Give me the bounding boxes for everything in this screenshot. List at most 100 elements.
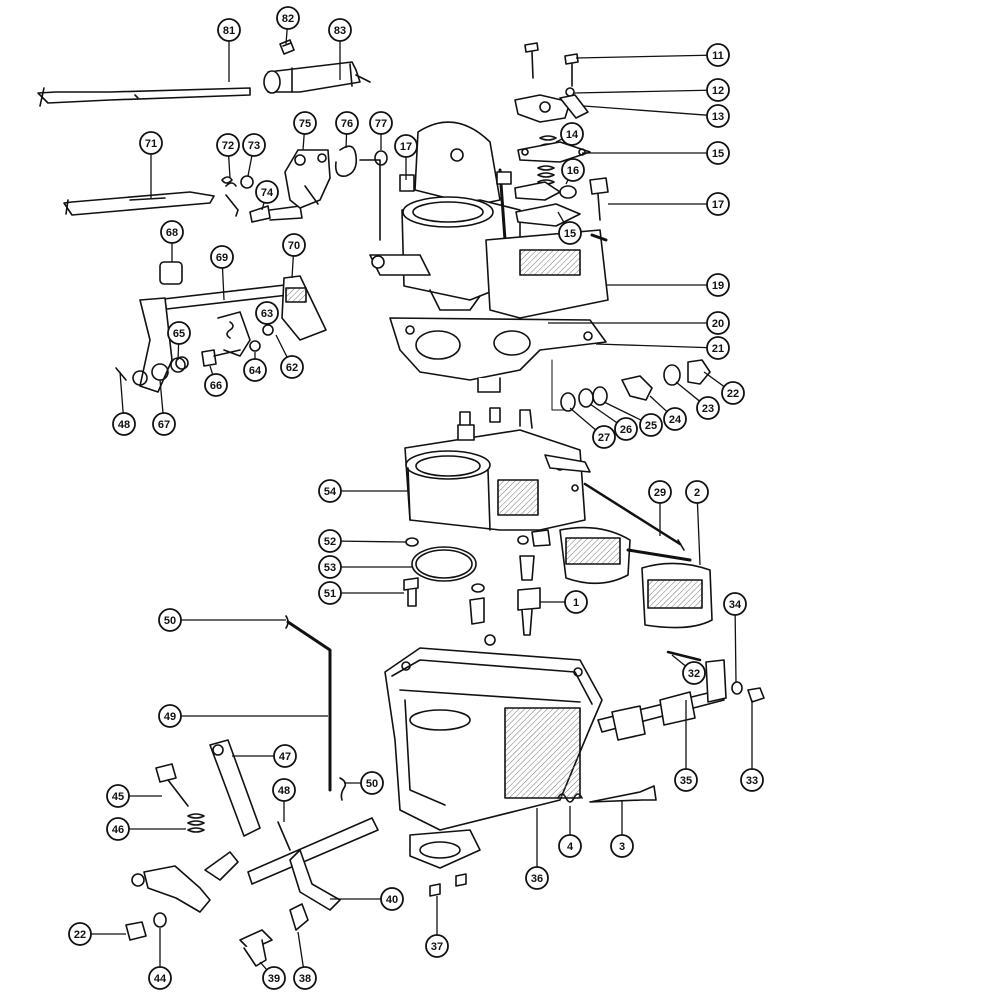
callout-33: 33 bbox=[741, 769, 763, 791]
callout-number: 48 bbox=[278, 785, 290, 797]
callout-number: 49 bbox=[164, 711, 176, 723]
callout-47: 47 bbox=[274, 745, 296, 767]
callout-37: 37 bbox=[426, 935, 448, 957]
callout-number: 69 bbox=[216, 252, 228, 264]
callout-number: 4 bbox=[567, 841, 574, 853]
callout-number: 51 bbox=[324, 588, 336, 600]
callout-number: 20 bbox=[712, 318, 724, 330]
callout-number: 11 bbox=[712, 50, 724, 62]
bolt-39 bbox=[240, 930, 272, 966]
callout-39: 39 bbox=[263, 967, 285, 989]
screw-mid bbox=[470, 584, 484, 624]
rod-49 bbox=[288, 622, 330, 790]
throttle-spindle-81 bbox=[38, 88, 250, 106]
callout-69: 69 bbox=[211, 246, 233, 268]
spindle-40 bbox=[248, 818, 378, 910]
callout-26: 26 bbox=[615, 418, 637, 440]
cover-13 bbox=[515, 95, 588, 122]
callout-22: 22 bbox=[722, 382, 744, 404]
callout-number: 22 bbox=[74, 929, 86, 941]
callout-number: 66 bbox=[210, 380, 222, 392]
callout-number: 15 bbox=[564, 228, 576, 240]
callout-number: 14 bbox=[566, 129, 579, 141]
callout-2: 2 bbox=[686, 481, 708, 503]
gasket-upper bbox=[515, 182, 560, 200]
callout-77: 77 bbox=[370, 112, 392, 134]
callout-17: 17 bbox=[707, 193, 729, 215]
callout-48: 48 bbox=[113, 413, 135, 435]
choke-spindle-71 bbox=[64, 192, 214, 215]
callout-22: 22 bbox=[69, 923, 91, 945]
leader-line-11 bbox=[576, 55, 707, 58]
callout-number: 29 bbox=[654, 487, 666, 499]
needle-valve-1 bbox=[518, 530, 550, 635]
leader-line-24 bbox=[650, 396, 667, 412]
needle-3 bbox=[590, 786, 656, 802]
callout-45: 45 bbox=[107, 785, 129, 807]
callout-4: 4 bbox=[559, 835, 581, 857]
leader-line-52 bbox=[341, 541, 406, 542]
jet-holder bbox=[478, 378, 500, 392]
screw-pair-11 bbox=[525, 43, 578, 86]
callout-number: 46 bbox=[112, 824, 124, 836]
leader-line-34 bbox=[735, 615, 736, 682]
callout-number: 67 bbox=[158, 419, 170, 431]
callout-number: 39 bbox=[268, 973, 280, 985]
callout-23: 23 bbox=[697, 397, 719, 419]
callout-number: 75 bbox=[299, 118, 311, 130]
screw-74 bbox=[250, 206, 302, 222]
callout-number: 63 bbox=[261, 308, 273, 320]
callout-67: 67 bbox=[153, 413, 175, 435]
callout-83: 83 bbox=[329, 19, 351, 41]
callout-number: 17 bbox=[712, 199, 724, 211]
callout-49: 49 bbox=[159, 705, 181, 727]
nut-22-bottom bbox=[126, 922, 146, 940]
callout-17: 17 bbox=[395, 135, 417, 157]
spring-46 bbox=[188, 814, 204, 832]
spring-clip-62 bbox=[218, 312, 250, 356]
nut-33 bbox=[748, 688, 764, 702]
washer-63 bbox=[263, 325, 273, 335]
leader-line-12 bbox=[574, 90, 707, 93]
callout-11: 11 bbox=[707, 44, 729, 66]
callout-65: 65 bbox=[168, 322, 190, 344]
callout-number: 32 bbox=[688, 668, 700, 680]
callout-24: 24 bbox=[664, 408, 686, 430]
callout-15: 15 bbox=[559, 222, 581, 244]
callout-number: 50 bbox=[366, 778, 378, 790]
callout-number: 44 bbox=[154, 973, 167, 985]
spindle-35 bbox=[598, 660, 726, 740]
callout-number: 33 bbox=[746, 775, 758, 787]
screw-51 bbox=[404, 578, 418, 606]
callout-number: 54 bbox=[324, 486, 337, 498]
callout-14: 14 bbox=[561, 123, 583, 145]
callout-number: 83 bbox=[334, 25, 346, 37]
callout-12: 12 bbox=[707, 79, 729, 101]
callout-number: 37 bbox=[431, 941, 443, 953]
callout-number: 2 bbox=[694, 487, 700, 499]
callout-64: 64 bbox=[244, 359, 266, 381]
callout-number: 74 bbox=[261, 187, 274, 199]
callout-number: 48 bbox=[118, 419, 130, 431]
callout-number: 68 bbox=[166, 227, 178, 239]
callout-34: 34 bbox=[724, 593, 746, 615]
callout-number: 25 bbox=[645, 420, 657, 432]
leader-line-75 bbox=[303, 134, 304, 150]
callout-number: 21 bbox=[712, 343, 724, 355]
callout-number: 73 bbox=[248, 140, 260, 152]
callout-44: 44 bbox=[149, 967, 171, 989]
banjo-24 bbox=[622, 376, 652, 400]
callout-68: 68 bbox=[161, 221, 183, 243]
callout-15: 15 bbox=[707, 142, 729, 164]
callout-63: 63 bbox=[256, 302, 278, 324]
chamber-54 bbox=[405, 410, 590, 530]
callout-number: 1 bbox=[573, 597, 579, 609]
callout-number: 77 bbox=[375, 118, 387, 130]
callout-50: 50 bbox=[361, 772, 383, 794]
leader-line-38 bbox=[298, 932, 303, 967]
leader-line-62 bbox=[276, 335, 287, 357]
callout-number: 16 bbox=[567, 165, 579, 177]
washer-27 bbox=[561, 393, 575, 411]
callout-number: 38 bbox=[299, 973, 311, 985]
